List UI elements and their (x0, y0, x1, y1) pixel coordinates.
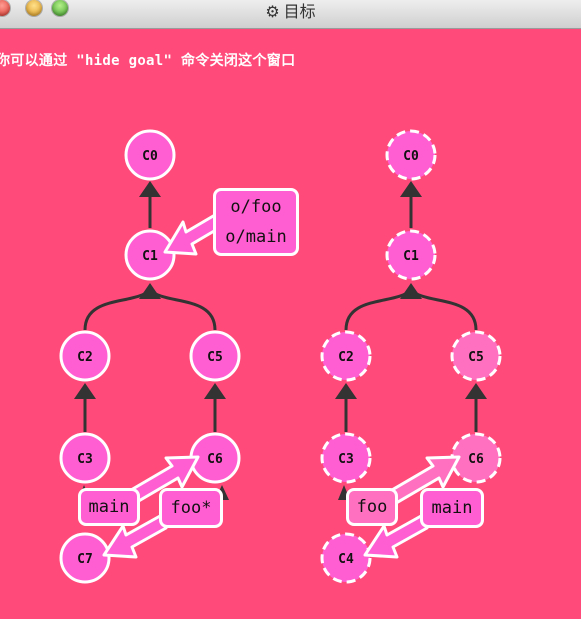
branch-origin-foo-main[interactable]: o/foo o/main (213, 188, 299, 256)
branch-label-origin-main: o/main (225, 227, 287, 247)
arrow-c5 (204, 383, 226, 399)
goal-branch-label-main: main (431, 498, 473, 518)
svg-text:C6: C6 (207, 452, 223, 467)
goal-commit-c5[interactable]: C5 (450, 330, 502, 382)
goal-branch-main[interactable]: main (420, 488, 484, 528)
goal-commit-c3[interactable]: C3 (320, 432, 372, 484)
window-title-text: 目标 (283, 2, 316, 21)
goal-commit-c4[interactable]: C4 (320, 532, 372, 584)
arrow-c2 (74, 383, 96, 399)
svg-text:C0: C0 (142, 149, 158, 164)
arrow-r-c2 (335, 383, 357, 399)
left-tree-commits: C0 C1 C2 C5 C3 C6 C7 (59, 129, 241, 584)
arrow-r-c1 (400, 283, 422, 299)
goal-commit-c0[interactable]: C0 (385, 129, 437, 181)
arrow-c1 (139, 283, 161, 299)
arrow-r-c0 (400, 181, 422, 197)
svg-text:C2: C2 (338, 350, 354, 365)
commit-c1[interactable]: C1 (124, 229, 176, 281)
branch-main[interactable]: main (78, 488, 140, 526)
commit-c5[interactable]: C5 (189, 330, 241, 382)
svg-text:C4: C4 (338, 552, 354, 567)
close-window-button[interactable] (0, 0, 10, 16)
arrow-r-c5 (465, 383, 487, 399)
commit-c3[interactable]: C3 (59, 432, 111, 484)
branch-label-main: main (88, 497, 130, 517)
branch-label-origin-foo: o/foo (230, 197, 282, 217)
edge-r-c2-c1 (344, 288, 413, 331)
svg-text:C5: C5 (468, 350, 484, 365)
svg-text:C1: C1 (142, 249, 158, 264)
window-title: ⚙目标 (0, 0, 581, 22)
edge-c2-c1 (83, 288, 152, 331)
svg-text:C3: C3 (338, 452, 354, 467)
svg-text:C0: C0 (403, 149, 419, 164)
commit-c7[interactable]: C7 (59, 532, 111, 584)
zoom-window-button[interactable] (52, 0, 68, 16)
svg-text:C2: C2 (77, 350, 93, 365)
svg-text:C7: C7 (77, 552, 93, 567)
edge-r-c5-c1 (409, 288, 478, 331)
edge-c5-c1 (148, 288, 217, 331)
svg-text:C6: C6 (468, 452, 484, 467)
goal-branch-foo[interactable]: foo (346, 488, 398, 526)
gear-icon: ⚙ (265, 2, 280, 21)
hide-goal-hint: 你可以通过 "hide goal" 命令关闭这个窗口 (0, 53, 296, 69)
branch-label-foo-head: foo* (170, 498, 212, 518)
svg-text:C5: C5 (207, 350, 223, 365)
goal-commit-c2[interactable]: C2 (320, 330, 372, 382)
branch-foo-head[interactable]: foo* (159, 488, 223, 528)
title-bar: ⚙目标 (0, 0, 581, 29)
minimize-window-button[interactable] (26, 0, 42, 16)
goal-branch-label-foo: foo (356, 497, 388, 517)
commit-c0[interactable]: C0 (124, 129, 176, 181)
arrow-c0 (139, 181, 161, 197)
right-tree-edges (335, 181, 487, 500)
svg-text:C1: C1 (403, 249, 419, 264)
right-tree-commits: C0 C1 C2 C5 C3 C6 C4 (320, 129, 502, 584)
commit-c2[interactable]: C2 (59, 330, 111, 382)
goal-commit-c1[interactable]: C1 (385, 229, 437, 281)
svg-text:C3: C3 (77, 452, 93, 467)
